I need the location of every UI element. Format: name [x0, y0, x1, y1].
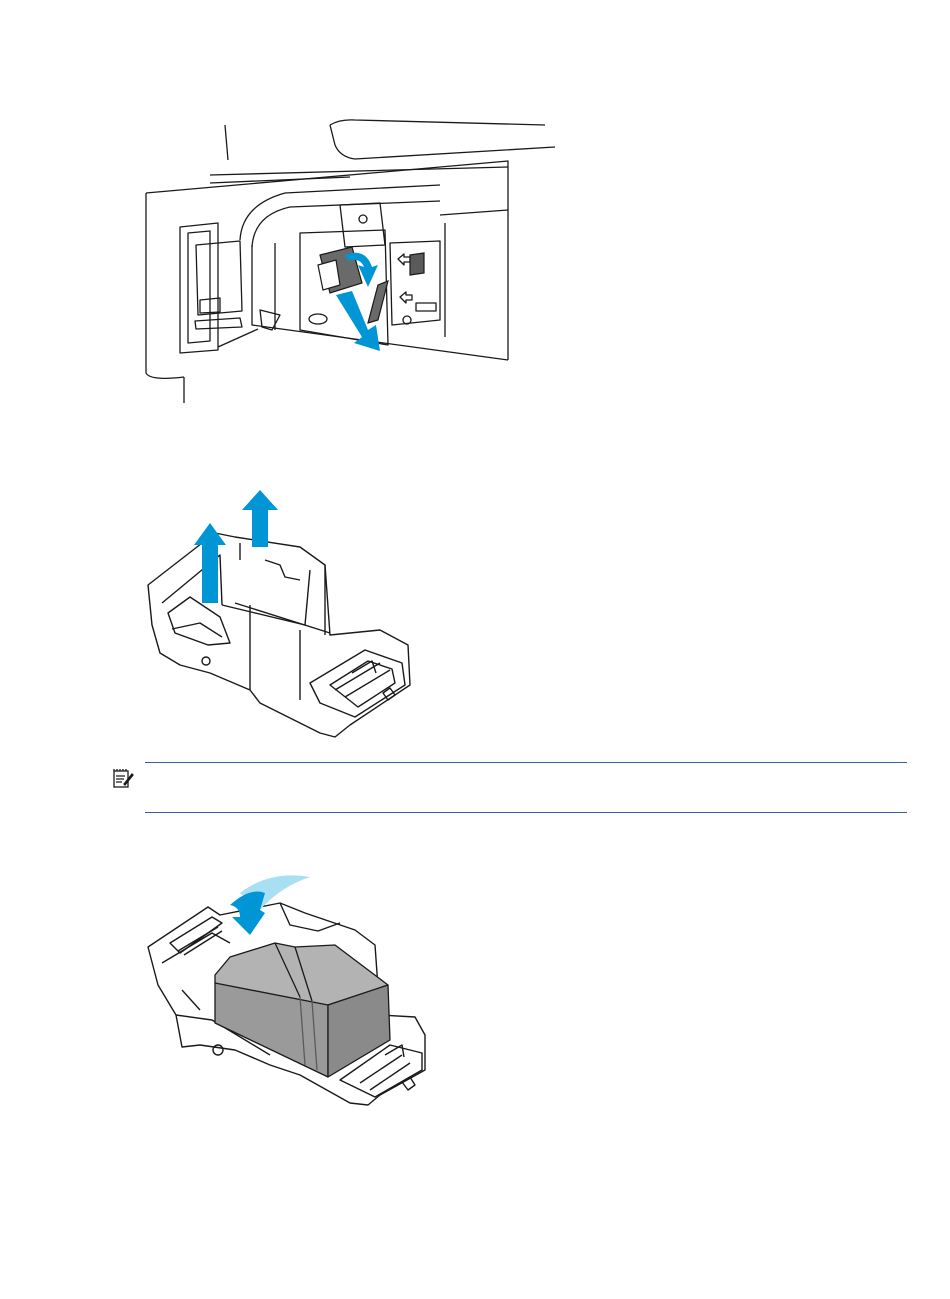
- stapler-removal-illustration: [140, 115, 560, 410]
- note-pad-icon: [112, 767, 134, 789]
- cartridge-removal-illustration: [140, 485, 415, 745]
- cartridge-insert-illustration: [140, 865, 440, 1130]
- note-bottom-rule: [145, 812, 907, 813]
- note-top-rule: [145, 762, 907, 763]
